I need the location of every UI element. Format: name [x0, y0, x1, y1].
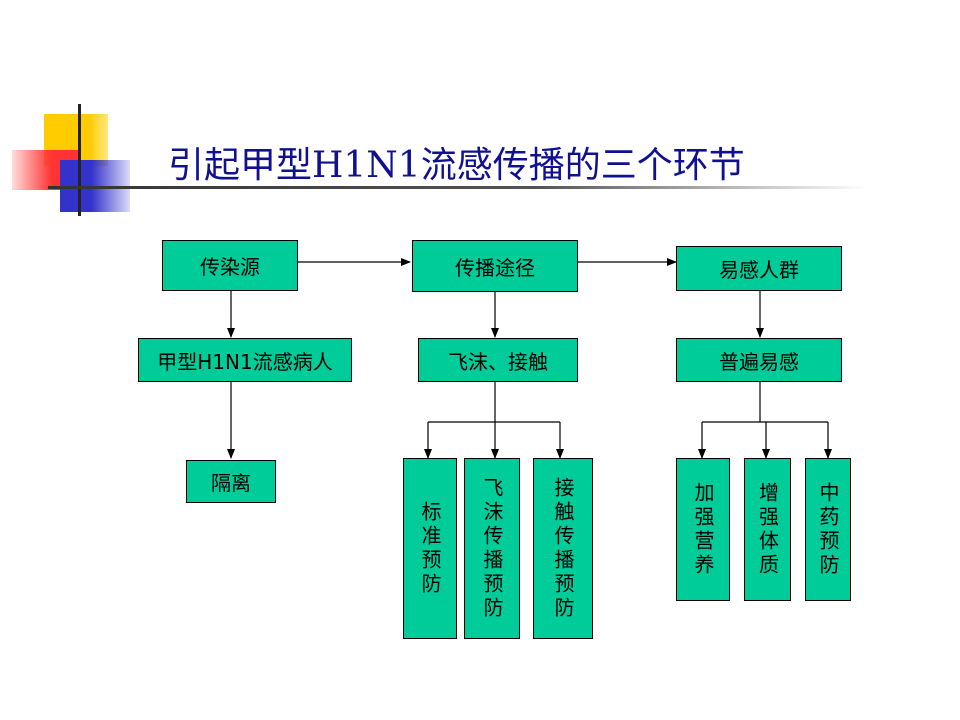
node-nutrition: 加强营养	[676, 458, 730, 601]
node-general-susceptible-label: 普遍易感	[719, 349, 799, 374]
node-isolation-label: 隔离	[211, 471, 251, 495]
node-source: 传染源	[162, 240, 298, 291]
node-droplet-contact-label: 飞沫、接触	[448, 349, 548, 374]
node-patient: 甲型H1N1流感病人	[138, 338, 352, 382]
node-general-susceptible: 普遍易感	[676, 338, 842, 382]
node-droplet-prevention: 飞沫传播预防	[464, 458, 520, 639]
vertical-line	[78, 104, 81, 216]
node-droplet-contact: 飞沫、接触	[418, 338, 578, 382]
node-susceptible: 易感人群	[676, 246, 842, 291]
node-route: 传播途径	[412, 240, 578, 292]
node-physique: 增强体质	[744, 458, 791, 601]
node-contact-prevention: 接触传播预防	[533, 458, 593, 639]
node-route-label: 传播途径	[455, 255, 535, 280]
node-droplet-prevention-label: 飞沫传播预防	[480, 476, 504, 621]
node-isolation: 隔离	[186, 460, 276, 503]
node-standard-prevention-label: 标准预防	[418, 500, 442, 597]
node-contact-prevention-label: 接触传播预防	[551, 476, 575, 621]
title-underline	[48, 186, 868, 189]
node-tcm-prevention-label: 中药预防	[816, 481, 840, 578]
node-source-label: 传染源	[200, 255, 260, 279]
node-tcm-prevention: 中药预防	[805, 458, 851, 601]
node-physique-label: 增强体质	[755, 481, 780, 578]
node-nutrition-label: 加强营养	[691, 481, 715, 578]
node-susceptible-label: 易感人群	[719, 258, 799, 282]
node-patient-label: 甲型H1N1流感病人	[157, 349, 333, 374]
page-title: 引起甲型H1N1流感传播的三个环节	[168, 145, 745, 186]
node-standard-prevention: 标准预防	[403, 458, 457, 639]
